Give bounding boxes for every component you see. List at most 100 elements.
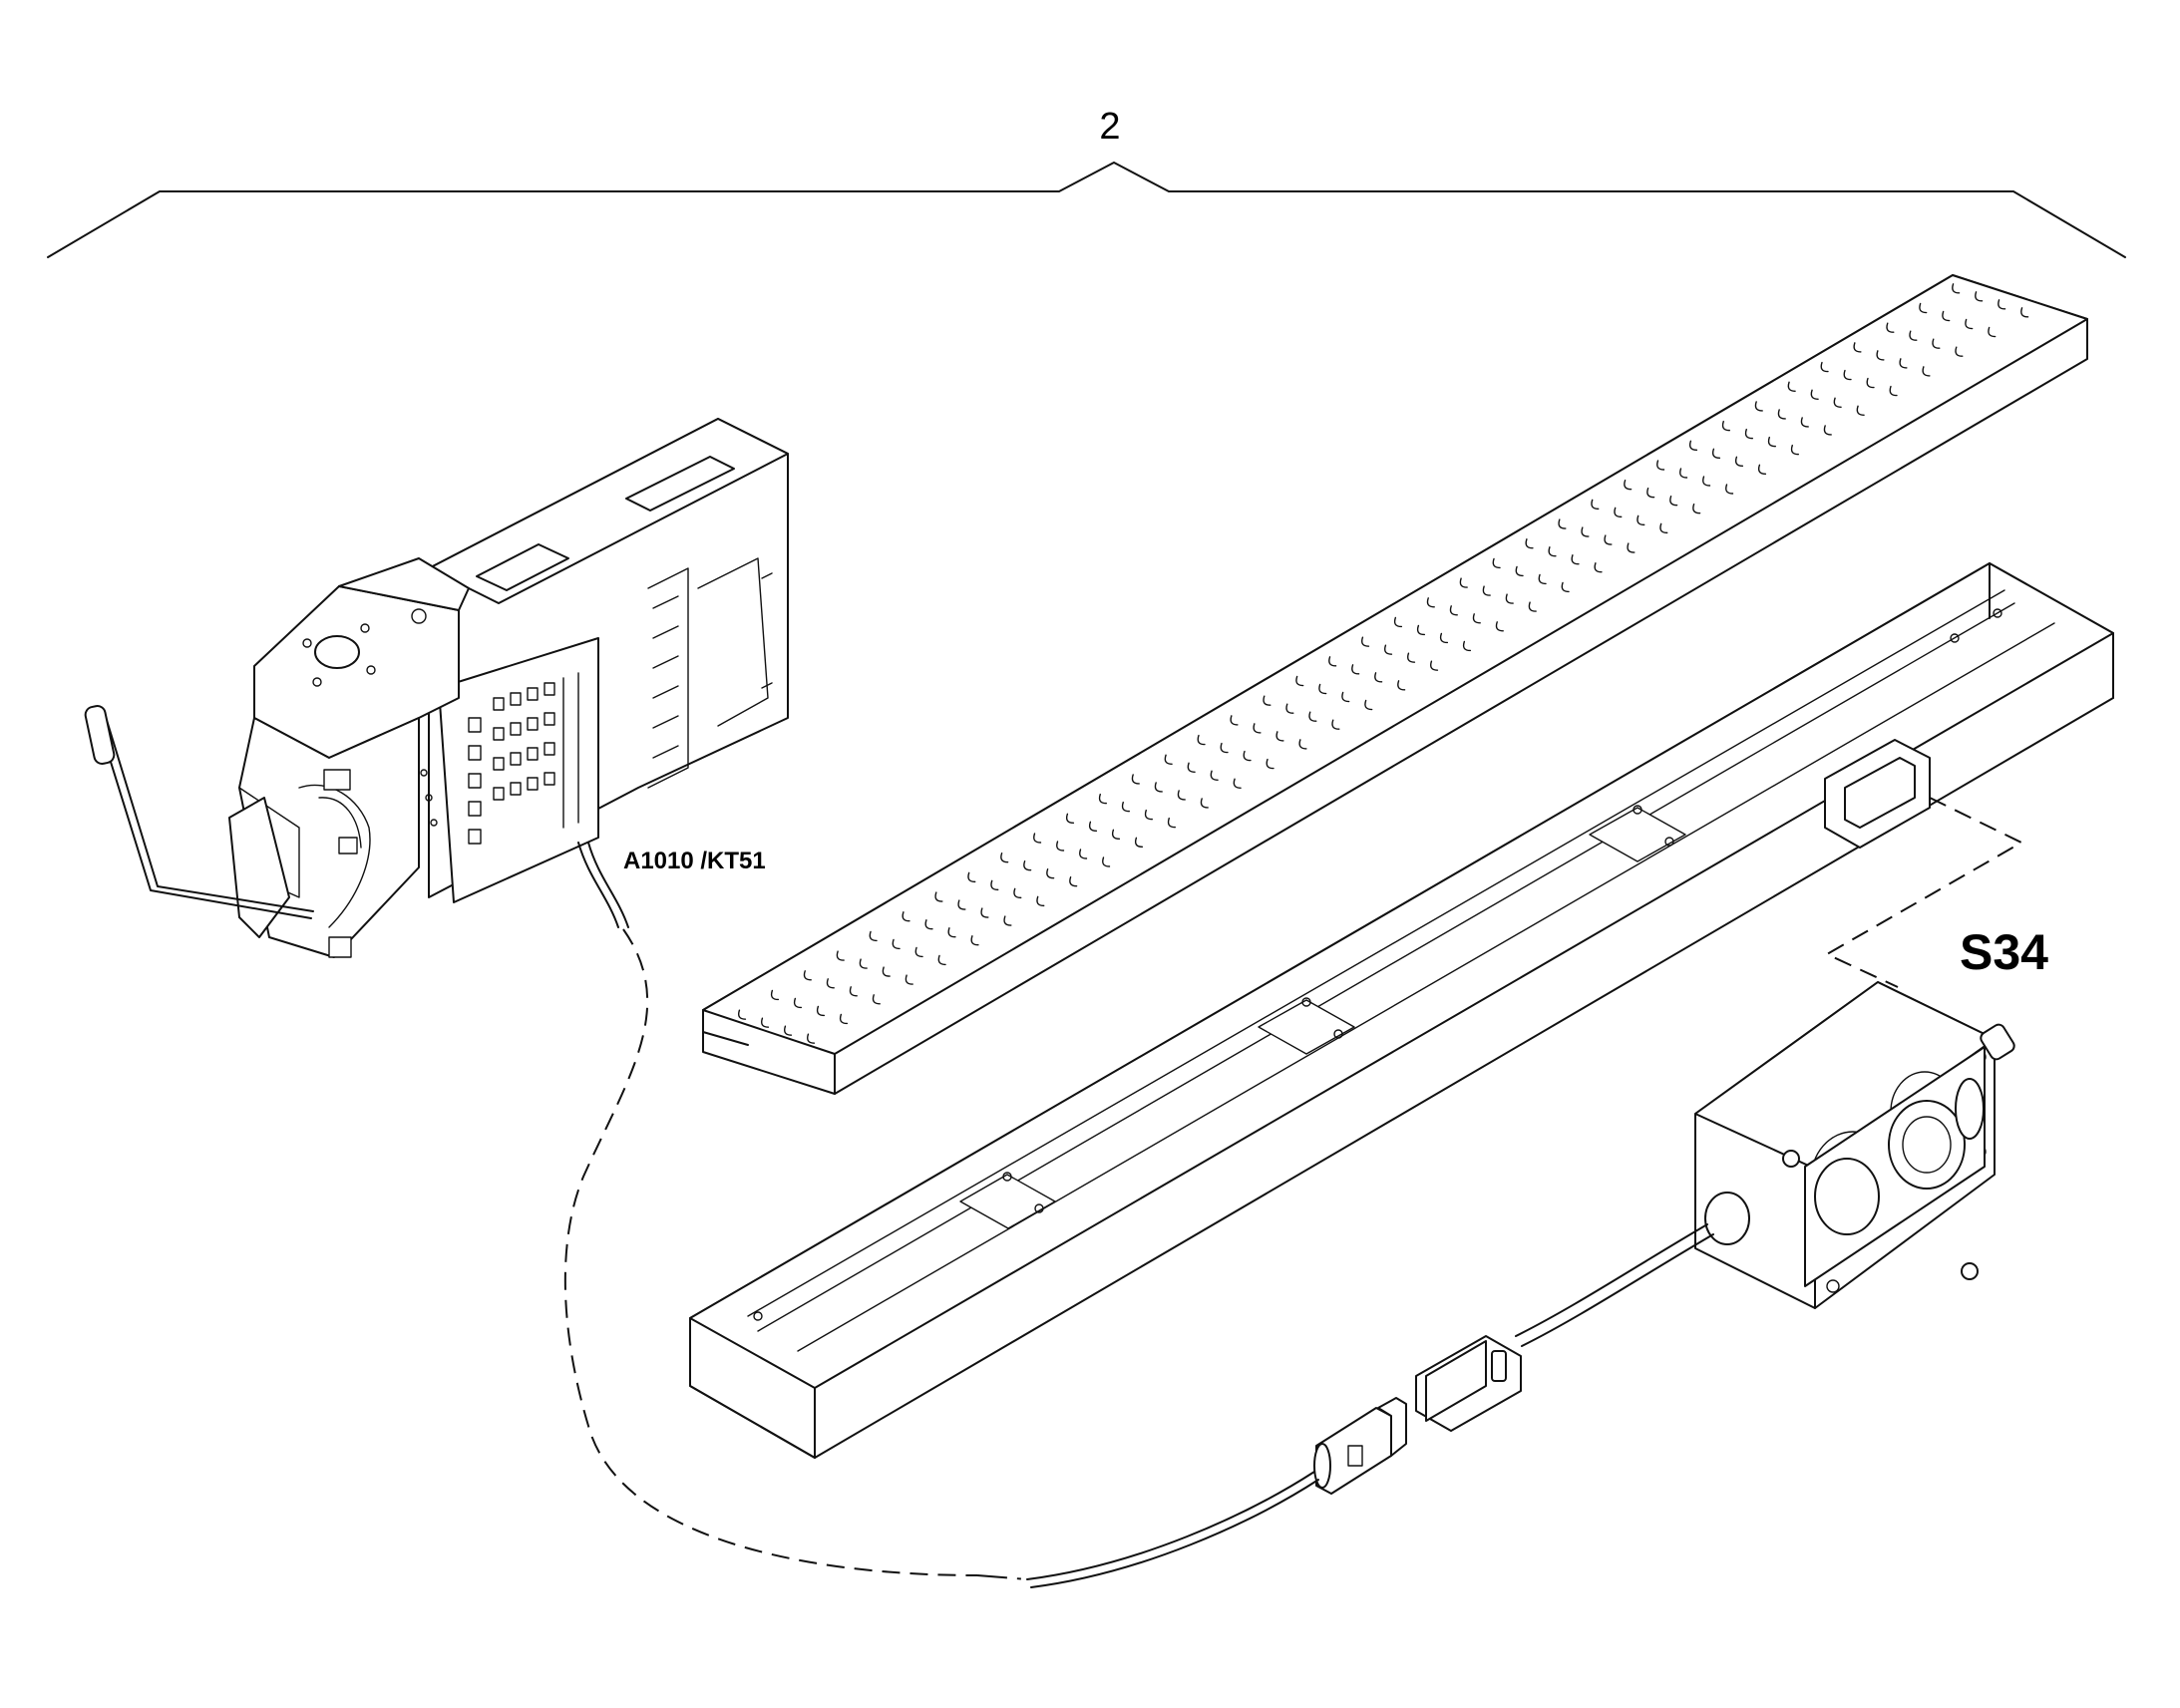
switch-faceplate [1782,1046,1986,1287]
perforation-mark [1688,440,1698,452]
perforation-mark [836,950,845,961]
perforation-mark [1998,299,2006,310]
perforation-mark [970,935,979,946]
perforation-mark [1604,534,1613,545]
perforation-mark [1102,856,1111,867]
perforation-mark [882,966,891,977]
perforation-mark [1407,652,1416,663]
perforation-mark [1069,875,1078,887]
perforation-mark [1318,683,1327,695]
perforation-mark [1790,444,1799,456]
perforation-mark [1853,342,1862,353]
perforation-mark [1439,632,1449,644]
perforation-mark [1538,573,1547,585]
perforation-mark [1384,644,1393,655]
perforation-mark [1656,460,1665,471]
perforation-mark [1308,711,1317,722]
perforation-mark [1397,680,1406,691]
cable-socket [1026,1471,1319,1588]
perforation-mark [1725,484,1734,495]
perforation-mark [1909,330,1918,341]
perforation-mark [1757,464,1767,476]
plug-male [1415,1335,1522,1432]
perforation-mark [839,1013,849,1025]
perforation-mark [1594,562,1603,573]
perforation-mark [1177,790,1186,801]
perforation-mark [1197,734,1206,746]
perforation-mark [1952,283,1961,294]
perforation-mark [1462,640,1472,652]
perforation-mark [1033,833,1042,844]
perforation-mark [892,938,901,950]
perforation-mark [905,974,913,985]
perforation-mark [1144,809,1153,821]
perforation-mark [1200,798,1209,809]
perforation-mark [1393,616,1403,628]
perforation-mark [1767,436,1776,448]
perforation-mark [1210,770,1219,781]
perforation-mark [1528,601,1537,612]
perforation-mark [1820,361,1829,373]
perforation-mark [1088,821,1098,833]
step-plate [702,274,2088,1095]
perforation-mark [1843,369,1852,381]
perforation-mark [1810,389,1819,400]
perforation-mark [1472,613,1481,624]
perforation-mark [1561,581,1570,593]
perforation-mark [1922,366,1931,377]
perforation-mark [1492,557,1501,569]
perforation-mark [1111,829,1121,841]
perforation-mark [1679,468,1688,479]
perforation-mark [1932,338,1941,349]
perforation-mark [1988,326,1997,338]
perforation-mark [1023,859,1032,871]
perforation-mark [1627,542,1635,553]
perforation-mark [947,927,956,938]
perforation-mark [1164,754,1173,765]
perforation-mark [1856,405,1865,416]
control-box [228,418,789,958]
perforation-mark [957,899,966,910]
perforation-mark [1734,456,1744,468]
perforation-mark [1449,605,1458,616]
perforation-mark [1505,593,1514,604]
perforation-mark [1013,887,1022,899]
perforation-mark [1253,723,1262,734]
perforation-mark [738,1009,747,1020]
perforation-mark [1187,762,1196,773]
perforation-mark [1899,358,1908,369]
perforation-mark [1833,397,1842,408]
perforation-mark [1364,699,1373,711]
perforation-mark [1046,867,1055,879]
perforation-mark [826,978,835,989]
perforation-mark [1669,495,1678,507]
cable-control-box [563,842,1028,1580]
perforation-mark [1744,428,1753,440]
perforation-mark [1886,322,1895,333]
perforation-mark [967,871,976,883]
perforation-mark [1548,546,1557,557]
perforation-mark [1754,401,1763,412]
perforation-mark [990,879,999,891]
perforation-mark [1134,837,1144,849]
perforation-mark [1636,514,1645,526]
perforation-mark [1298,739,1307,750]
perforation-mark [924,919,933,930]
perforation-mark [816,1005,826,1017]
perforation-mark [1275,731,1284,742]
perforation-mark [1003,915,1012,926]
perforation-mark [1266,758,1274,770]
perforation-mark [1823,425,1832,436]
perforation-mark [1430,660,1439,671]
perforation-mark [1328,656,1337,667]
perforation-mark [1702,476,1711,487]
perforation-mark [1866,377,1875,389]
assembly-item-number: 2 [1099,106,1120,148]
perforation-mark [1558,518,1567,529]
perforation-mark [1459,577,1468,588]
perforation-mark [784,1025,793,1036]
perforation-mark [1285,703,1294,714]
perforation-mark [1525,538,1534,549]
perforation-mark [1482,585,1491,596]
